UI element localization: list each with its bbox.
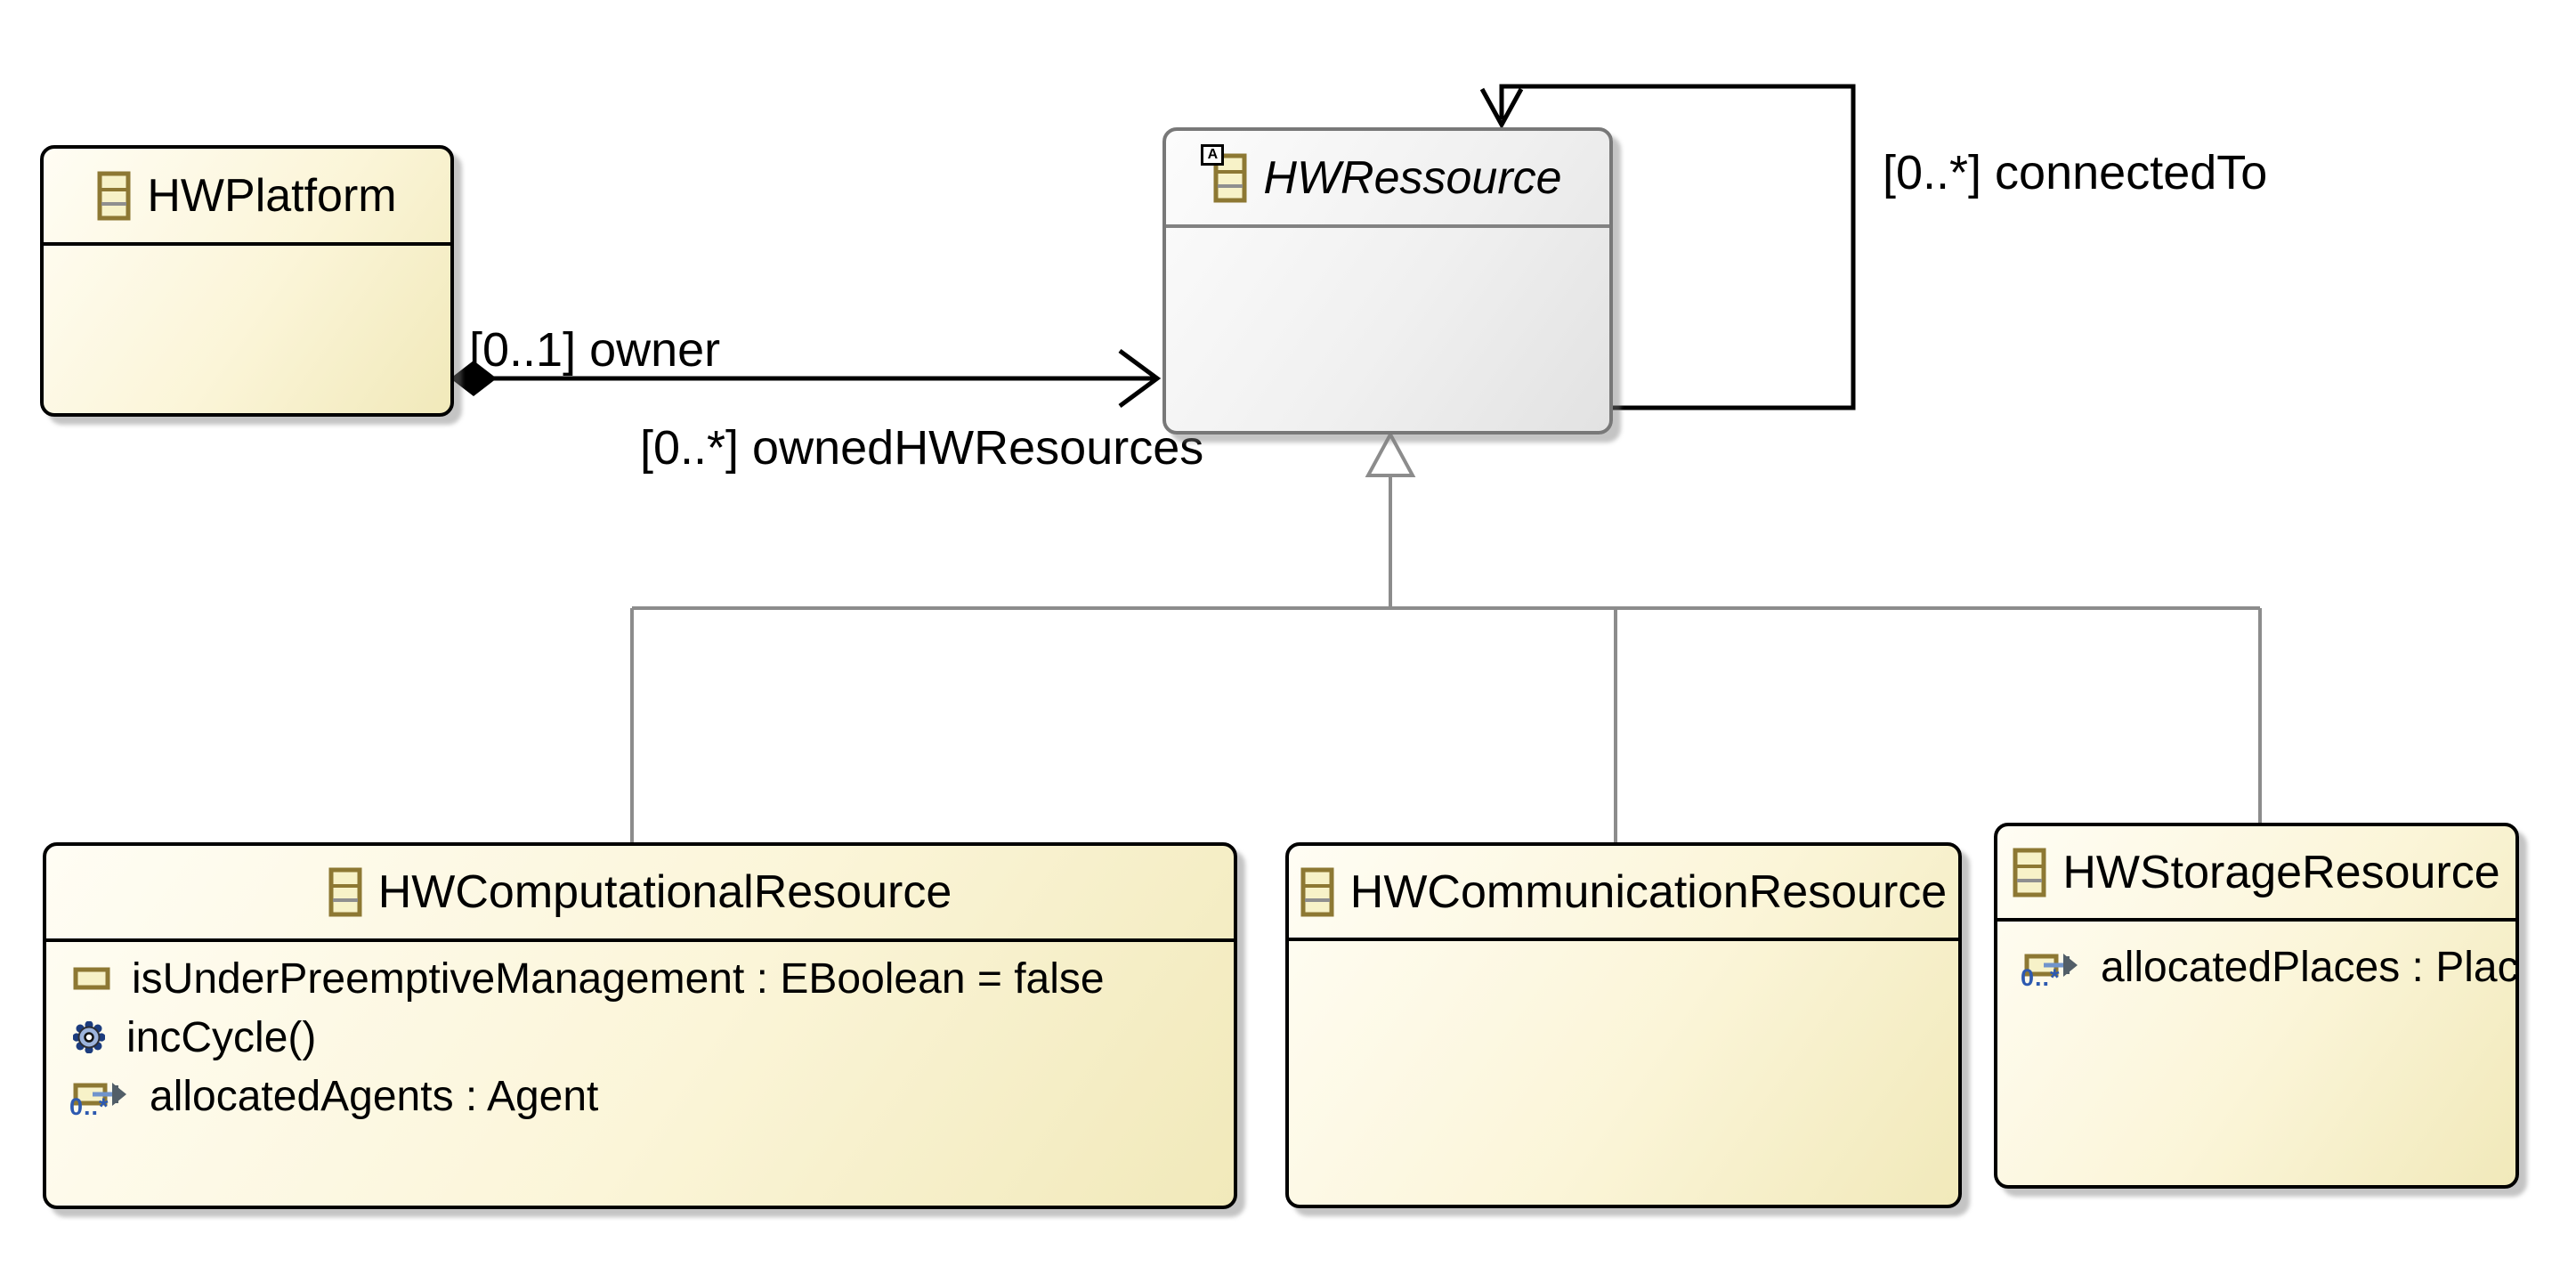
attribute-row[interactable]: isUnderPreemptiveManagement : EBoolean =… [46,949,1234,1008]
open-arrowhead [1118,348,1162,409]
ereference-icon: 0..* [69,1069,128,1123]
class-node-hwplatform[interactable]: HWPlatform [40,145,454,417]
class-node-hwstorageresource[interactable]: HWStorageResource 0..* allocatedPlaces :… [1994,823,2519,1189]
member-label: isUnderPreemptiveManagement : EBoolean =… [132,954,1105,1003]
abstract-badge: A [1201,143,1225,166]
class-node-hwcomputationalresource[interactable]: HWComputationalResource isUnderPreemptiv… [43,842,1237,1209]
generalization-lines[interactable] [630,475,2262,844]
edge-label-connectedto[interactable]: [0..*] connectedTo [1883,146,2268,199]
class-title: HWPlatform [147,169,397,222]
member-label: allocatedPlaces : Place [2101,943,2519,991]
class-header: HWPlatform [44,149,450,246]
composition-edge [450,348,1162,409]
eclass-icon [1300,867,1334,917]
generalization-triangle-arrowhead [1365,430,1416,477]
edge-label-ownedhwresources[interactable]: [0..*] ownedHWResources [640,421,1204,475]
class-body: isUnderPreemptiveManagement : EBoolean =… [46,942,1234,1125]
class-title: HWCommunicationResource [1349,865,1948,918]
operation-row[interactable]: incCycle() [46,1008,1234,1067]
class-header: HWCommunicationResource [1289,846,1958,941]
class-title: HWRessource [1263,151,1562,204]
reference-row[interactable]: 0..* allocatedPlaces : Place [1997,932,2515,1002]
class-title: HWComputationalResource [377,866,952,918]
eattribute-icon [73,967,110,990]
reference-multiplicity-badge: 0..* [2021,964,2061,991]
self-reference-edge [1479,84,1856,410]
member-label: incCycle() [126,1013,317,1061]
eclass-icon [97,171,131,221]
down-arrowhead [1479,87,1524,130]
ereference-icon: 0..* [2021,940,2079,994]
class-header: HWComputationalResource [46,846,1234,942]
reference-multiplicity-badge: 0..* [69,1093,109,1120]
member-label: allocatedAgents : Agent [150,1072,599,1120]
edge-label-owner[interactable]: [0..1] owner [469,323,721,377]
class-header: A HWRessource [1166,131,1609,228]
reference-row[interactable]: 0..* allocatedAgents : Agent [46,1067,1234,1125]
abstract-eclass-icon: A [1201,143,1247,203]
self-loop-line[interactable] [1499,84,1856,410]
generalization-edges [630,430,2262,844]
eclass-icon [328,867,362,917]
composition-diamond [450,361,497,396]
class-title: HWStorageResource [2062,846,2500,898]
class-body: 0..* allocatedPlaces : Place [1997,922,2515,1002]
eclass-icon [2013,848,2046,897]
class-header: HWStorageResource [1997,826,2515,922]
class-node-hwcommunicationresource[interactable]: HWCommunicationResource [1285,842,1962,1208]
class-node-hwressource[interactable]: A HWRessource [1162,127,1613,435]
eoperation-gear-icon [73,1021,105,1053]
